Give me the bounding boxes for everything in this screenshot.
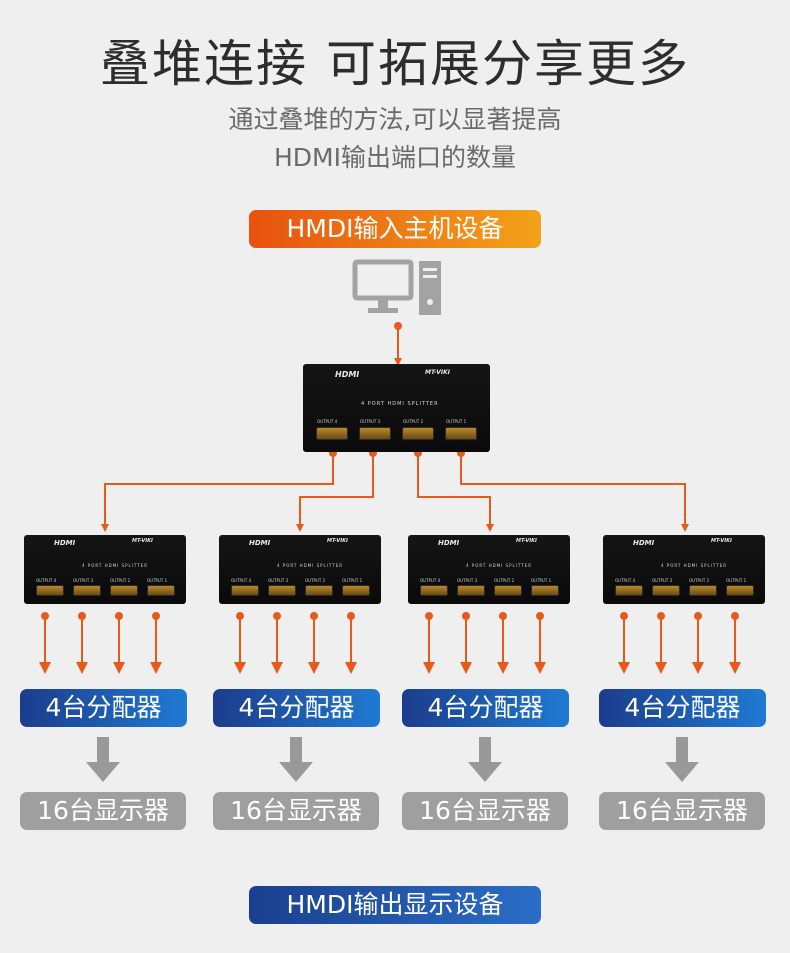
arrow-head bbox=[618, 662, 630, 674]
hdmi-port bbox=[420, 585, 448, 596]
splitter-model: 4 PORT HDMI SPLITTER bbox=[82, 563, 149, 568]
branch-splitter: HDMI MT-VIKI 4 PORT HDMI SPLITTER OUTPUT… bbox=[219, 535, 381, 604]
arrow-head bbox=[234, 662, 246, 674]
subtitle-line-2: HDMI输出端口的数量 bbox=[274, 143, 516, 172]
hdmi-port bbox=[689, 585, 717, 596]
down-arrow-icon bbox=[665, 737, 699, 782]
port-label: OUTPUT 1 bbox=[726, 578, 747, 583]
distributor-label: 4台分配器 bbox=[599, 689, 766, 727]
hdmi-port bbox=[268, 585, 296, 596]
splitter-model: 4 PORT HDMI SPLITTER bbox=[277, 563, 344, 568]
monitor-count-label: 16台显示器 bbox=[213, 792, 379, 830]
hdmi-port bbox=[531, 585, 559, 596]
port-label: OUTPUT 1 bbox=[342, 578, 363, 583]
splitter-brand: HDMI bbox=[438, 539, 460, 547]
page-title: 叠堆连接 可拓展分享更多 bbox=[100, 35, 690, 93]
input-host-label: HMDI输入主机设备 bbox=[249, 210, 541, 248]
arrow-head bbox=[655, 662, 667, 674]
hdmi-port bbox=[231, 585, 259, 596]
main-splitter: HDMI MT-VIKI 4 PORT HDMI SPLITTER OUTPUT… bbox=[303, 364, 490, 452]
hdmi-port bbox=[457, 585, 485, 596]
arrow-head bbox=[423, 662, 435, 674]
arrow-head bbox=[113, 662, 125, 674]
down-arrow-icon bbox=[468, 737, 502, 782]
hdmi-port bbox=[147, 585, 175, 596]
monitor-count-label: 16台显示器 bbox=[20, 792, 186, 830]
hdmi-port bbox=[652, 585, 680, 596]
arrow-head bbox=[39, 662, 51, 674]
arrow-head bbox=[534, 662, 546, 674]
down-arrow-icon bbox=[86, 737, 120, 782]
branch-splitter: HDMI MT-VIKI 4 PORT HDMI SPLITTER OUTPUT… bbox=[24, 535, 186, 604]
hdmi-port bbox=[73, 585, 101, 596]
port-label: OUTPUT 4 bbox=[36, 578, 57, 583]
branch-splitter: HDMI MT-VIKI 4 PORT HDMI SPLITTER OUTPUT… bbox=[603, 535, 765, 604]
splitter-brand: HDMI bbox=[335, 370, 360, 379]
connector-line bbox=[460, 453, 689, 532]
subtitle-line-1: 通过叠堆的方法,可以显著提高 bbox=[228, 105, 562, 134]
monitor-count-label: 16台显示器 bbox=[599, 792, 765, 830]
hdmi-port bbox=[305, 585, 333, 596]
arrow-head bbox=[692, 662, 704, 674]
port-label: OUTPUT 3 bbox=[652, 578, 673, 583]
hdmi-port bbox=[402, 427, 434, 440]
arrow-head bbox=[460, 662, 472, 674]
distributor-label: 4台分配器 bbox=[213, 689, 380, 727]
hdmi-port bbox=[494, 585, 522, 596]
hdmi-port bbox=[342, 585, 370, 596]
splitter-brand: HDMI bbox=[249, 539, 271, 547]
splitter-logo: MT-VIKI bbox=[327, 538, 348, 544]
arrow-head bbox=[76, 662, 88, 674]
splitter-brand: HDMI bbox=[633, 539, 655, 547]
connector-line bbox=[296, 453, 374, 532]
port-label: OUTPUT 2 bbox=[689, 578, 710, 583]
port-label: OUTPUT 1 bbox=[446, 419, 467, 424]
hdmi-port bbox=[445, 427, 477, 440]
splitter-model: 4 PORT HDMI SPLITTER bbox=[661, 563, 728, 568]
port-label: OUTPUT 3 bbox=[360, 419, 381, 424]
hdmi-port bbox=[726, 585, 754, 596]
branch-splitter: HDMI MT-VIKI 4 PORT HDMI SPLITTER OUTPUT… bbox=[408, 535, 570, 604]
port-label: OUTPUT 3 bbox=[268, 578, 289, 583]
splitter-brand: HDMI bbox=[54, 539, 76, 547]
hdmi-port bbox=[36, 585, 64, 596]
port-label: OUTPUT 1 bbox=[147, 578, 168, 583]
arrow-head bbox=[497, 662, 509, 674]
splitter-model: 4 PORT HDMI SPLITTER bbox=[466, 563, 533, 568]
splitter-logo: MT-VIKI bbox=[711, 538, 732, 544]
arrow-head bbox=[729, 662, 741, 674]
hdmi-port bbox=[110, 585, 138, 596]
splitter-logo: MT-VIKI bbox=[516, 538, 537, 544]
port-label: OUTPUT 1 bbox=[531, 578, 552, 583]
port-label: OUTPUT 3 bbox=[73, 578, 94, 583]
port-label: OUTPUT 4 bbox=[420, 578, 441, 583]
hdmi-port bbox=[615, 585, 643, 596]
arrow-head bbox=[271, 662, 283, 674]
splitter-model: 4 PORT HDMI SPLITTER bbox=[361, 401, 439, 407]
computer-icon bbox=[352, 259, 441, 315]
port-label: OUTPUT 2 bbox=[110, 578, 131, 583]
arrow-head bbox=[345, 662, 357, 674]
distributor-label: 4台分配器 bbox=[402, 689, 569, 727]
port-label: OUTPUT 2 bbox=[403, 419, 424, 424]
port-label: OUTPUT 4 bbox=[615, 578, 636, 583]
monitor-count-label: 16台显示器 bbox=[402, 792, 568, 830]
hdmi-port bbox=[359, 427, 391, 440]
port-label: OUTPUT 4 bbox=[231, 578, 252, 583]
connector-line bbox=[417, 453, 494, 532]
connector-line bbox=[101, 453, 334, 532]
splitter-logo: MT-VIKI bbox=[132, 538, 153, 544]
down-arrow-icon bbox=[279, 737, 313, 782]
port-label: OUTPUT 2 bbox=[494, 578, 515, 583]
port-label: OUTPUT 3 bbox=[457, 578, 478, 583]
arrow-head bbox=[150, 662, 162, 674]
arrow-head bbox=[308, 662, 320, 674]
output-display-label: HMDI输出显示设备 bbox=[249, 886, 541, 924]
port-label: OUTPUT 2 bbox=[305, 578, 326, 583]
port-label: OUTPUT 4 bbox=[317, 419, 338, 424]
hdmi-port bbox=[316, 427, 348, 440]
distributor-label: 4台分配器 bbox=[20, 689, 187, 727]
splitter-logo: MT-VIKI bbox=[425, 369, 450, 376]
